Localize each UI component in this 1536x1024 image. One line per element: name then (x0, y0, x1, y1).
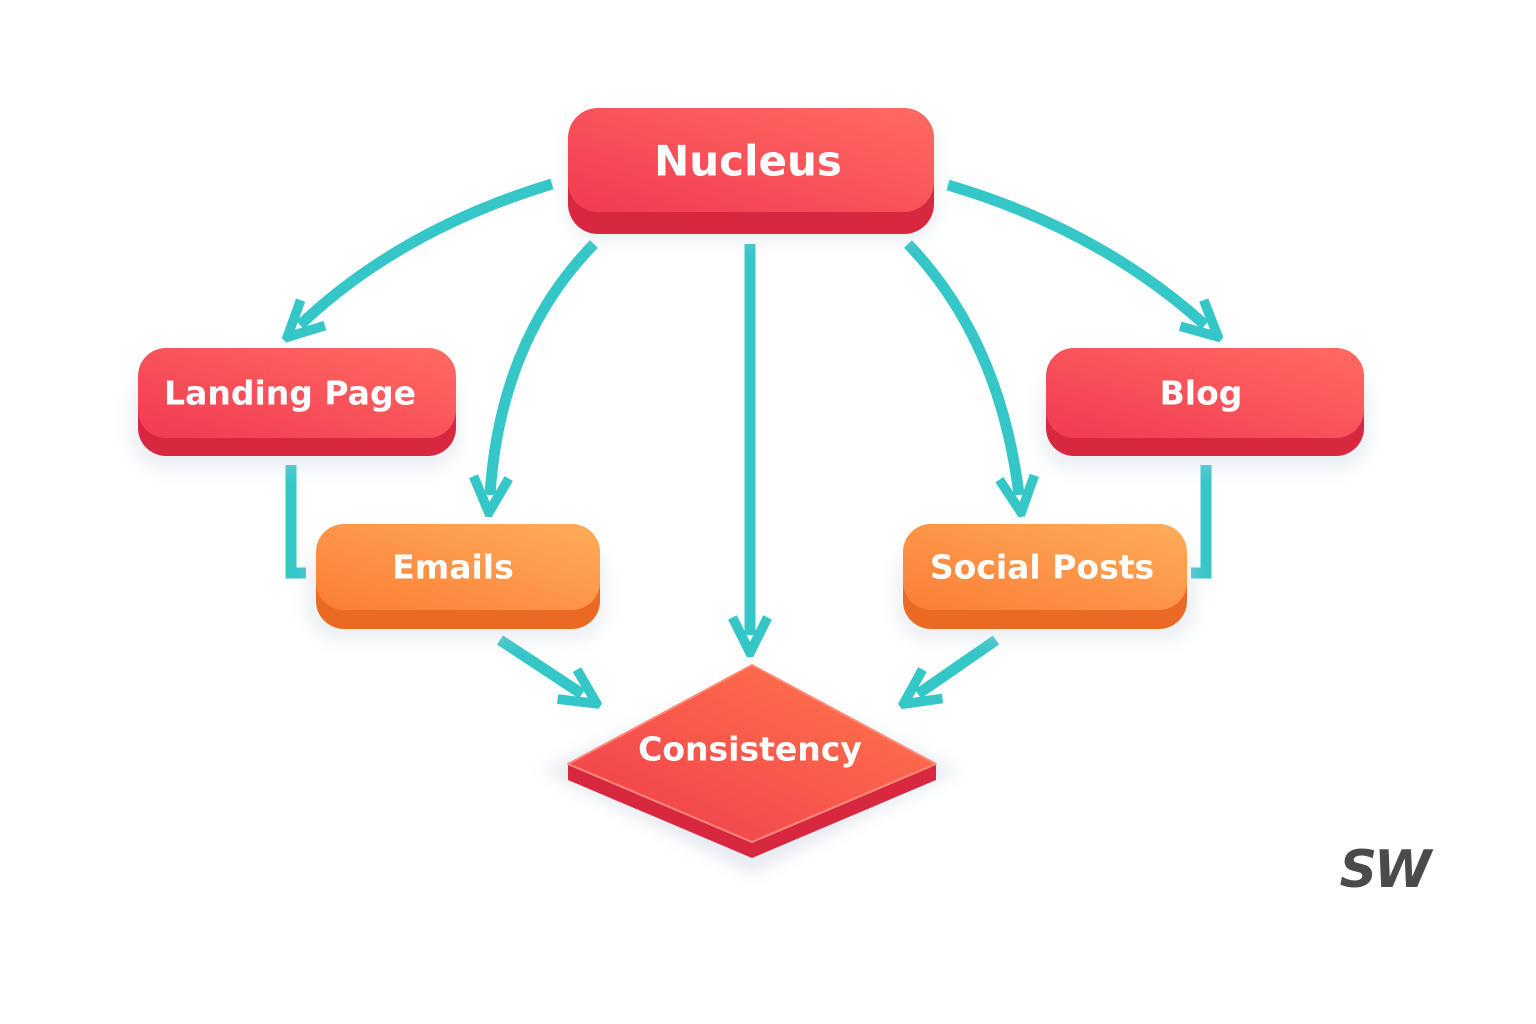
arrow-social-posts-to-consistency (918, 635, 1000, 694)
sw-logo-text: SW (1340, 840, 1434, 900)
arrow-nucleus-to-social-posts (904, 240, 1019, 495)
arrow-nucleus-to-landing-page (300, 178, 554, 325)
node-social-posts-label: Social Posts (930, 548, 1154, 587)
node-consistency-label: Consistency (638, 730, 862, 769)
node-nucleus: Nucleus (566, 108, 938, 242)
node-landing-page-label: Landing Page (164, 374, 416, 413)
node-emails: Emails (306, 524, 606, 641)
node-consistency: Consistency (540, 664, 960, 875)
node-landing-page: Landing Page (130, 348, 460, 470)
connector-landing-page-to-emails (285, 465, 306, 579)
node-blog: Blog (1040, 348, 1370, 470)
node-emails-label: Emails (392, 548, 513, 587)
node-nucleus-label: Nucleus (654, 137, 842, 186)
node-social-posts: Social Posts (896, 524, 1196, 641)
connector-blog-to-social-posts (1191, 465, 1212, 579)
node-blog-label: Blog (1160, 374, 1243, 413)
connectors (285, 178, 1212, 694)
sw-logo: SW (1340, 840, 1437, 900)
arrow-nucleus-to-emails (490, 240, 598, 495)
arrow-nucleus-to-blog (946, 179, 1205, 325)
arrow-emails-to-consistency (496, 635, 582, 694)
